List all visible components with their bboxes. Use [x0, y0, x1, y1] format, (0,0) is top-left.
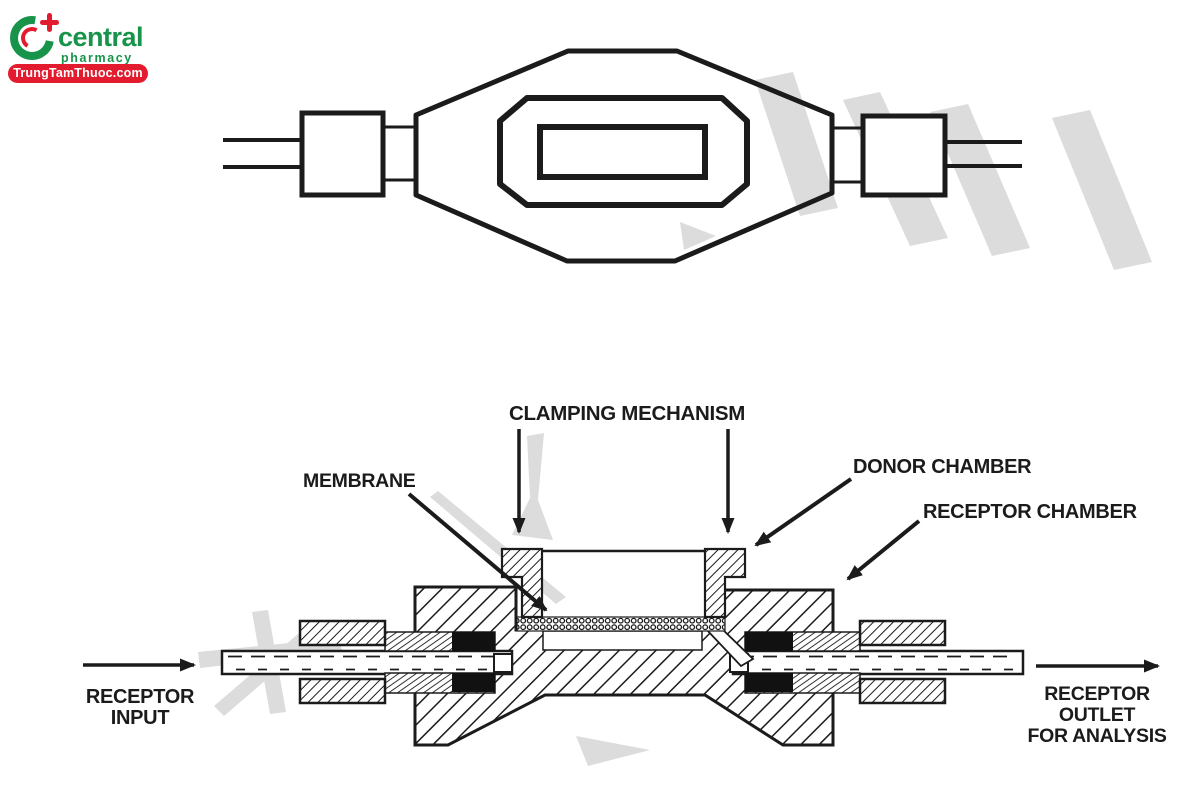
outlet-tube — [731, 649, 1025, 676]
label-receptor-input: RECEPTOR INPUT — [86, 686, 196, 729]
membrane-leader-arrow — [407, 492, 548, 612]
inlet-tube-tip — [493, 653, 513, 673]
compression-nuts — [298, 619, 947, 705]
label-membrane: MEMBRANE — [303, 470, 416, 492]
logo-badge: TrungTamThuoc.com — [8, 64, 148, 83]
left-connector-block — [299, 110, 386, 198]
logo-brand-text: central — [58, 22, 144, 52]
svg-text:INPUT: INPUT — [111, 707, 170, 729]
right-connector-block — [860, 113, 948, 198]
donor-chamber-leader-arrow — [754, 477, 853, 547]
annotation-arrows — [83, 429, 1160, 673]
tube-thread-dashes — [228, 655, 1016, 671]
svg-text:FOR ANALYSIS: FOR ANALYSIS — [1027, 725, 1166, 747]
connector-necks — [383, 125, 863, 184]
plus-icon — [40, 13, 59, 32]
label-receptor-outlet: RECEPTOR OUTLET FOR ANALYSIS — [1027, 683, 1167, 747]
logo-c-icon — [1, 7, 63, 69]
logo-tagline-text: pharmacy — [61, 51, 133, 65]
cell-window-rect — [537, 124, 708, 180]
cell-cross-section: CLAMPING MECHANISM MEMBRANE DONOR CHAMBE… — [83, 402, 1167, 747]
cell-outer-octagon — [413, 48, 835, 264]
inlet-tube — [220, 649, 514, 676]
cell-top-view — [223, 48, 1022, 264]
central-pharmacy-logo: central pharmacy TrungTamThuoc.com — [1, 7, 160, 88]
tubing-lines — [223, 138, 1022, 169]
receptor-chamber-leader-arrow — [846, 519, 921, 581]
label-donor-chamber: DONOR CHAMBER — [853, 456, 1032, 478]
right-clamp-part — [703, 547, 747, 619]
svg-text:RECEPTOR: RECEPTOR — [86, 686, 195, 708]
receptor-chamber-channel — [542, 630, 703, 651]
ferrules — [452, 632, 793, 692]
label-clamping-mechanism: CLAMPING MECHANISM — [509, 402, 745, 425]
svg-text:OUTLET: OUTLET — [1059, 704, 1136, 726]
membrane-part — [516, 616, 726, 632]
cell-inner-octagon — [497, 95, 750, 208]
label-receptor-chamber: RECEPTOR CHAMBER — [923, 501, 1138, 523]
svg-text:RECEPTOR: RECEPTOR — [1044, 683, 1150, 705]
